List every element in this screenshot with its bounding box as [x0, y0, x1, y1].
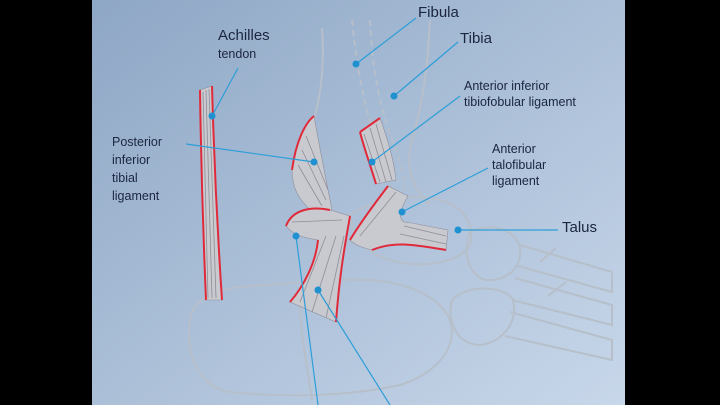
- calcaneofibular-ligament: [285, 207, 351, 323]
- label-atfl-line3: ligament: [492, 174, 540, 188]
- label-atfl-line1: Anterior: [492, 142, 536, 156]
- metatarsal-2: [511, 277, 613, 327]
- dot-talus: [454, 226, 462, 234]
- label-aitfl-line2: tibiofobular ligament: [464, 95, 576, 109]
- achilles-tendon: [199, 85, 223, 301]
- label-pitl-line3: tibial: [112, 171, 138, 185]
- navicular-outline: [465, 226, 522, 282]
- cuboid-outline: [449, 287, 516, 347]
- dot-achilles: [208, 112, 216, 120]
- dot-lower-1: [292, 232, 300, 240]
- pointer-fibula: [355, 17, 417, 65]
- right-letterbox-bar: [625, 0, 720, 405]
- dot-pitl: [310, 158, 318, 166]
- pointer-aitfl: [371, 95, 461, 163]
- pointer-pitl: [185, 143, 315, 163]
- dot-aitfl: [368, 158, 376, 166]
- label-atfl-line2: talofibular: [492, 158, 547, 172]
- toe-line-2: [547, 281, 567, 297]
- label-pitl-line1: Posterior: [112, 135, 163, 149]
- pointer-lines: [185, 17, 558, 405]
- pointer-lower-1: [295, 235, 319, 405]
- label-fibula: Fibula: [418, 4, 459, 21]
- label-tibia: Tibia: [460, 30, 492, 47]
- dot-tibia: [390, 92, 398, 100]
- pointer-atfl: [401, 167, 489, 213]
- pointer-tibia: [393, 41, 459, 97]
- pointer-dots: [208, 60, 462, 294]
- anterior-talofibular-ligament: [349, 185, 449, 251]
- label-aitfl-line1: Anterior inferior: [464, 79, 550, 93]
- dot-fibula: [352, 60, 360, 68]
- label-pitl-line4: ligament: [112, 189, 160, 203]
- anterior-inferior-tibiofibular-ligament: [359, 117, 397, 185]
- label-achilles-sub: tendon: [218, 47, 257, 61]
- tibia-outline: [408, 19, 431, 206]
- toe-line-1: [539, 247, 557, 263]
- dot-lower-2: [314, 286, 322, 294]
- label-achilles-title: Achilles: [218, 27, 270, 44]
- tibia-dashed: [369, 19, 406, 193]
- diagram-background: [92, 0, 625, 405]
- metatarsal-3: [504, 311, 613, 362]
- pointer-lower-2: [317, 289, 391, 405]
- left-letterbox-bar: [0, 0, 92, 405]
- label-pitl-line2: inferior: [112, 153, 151, 167]
- pointer-achilles: [211, 67, 239, 117]
- talus-outline: [348, 195, 473, 266]
- calcaneus-outline: [188, 278, 453, 397]
- metatarsal-1: [517, 244, 613, 294]
- heel-joint-line: [299, 299, 313, 401]
- label-talus: Talus: [562, 219, 598, 236]
- dot-atfl: [398, 208, 406, 216]
